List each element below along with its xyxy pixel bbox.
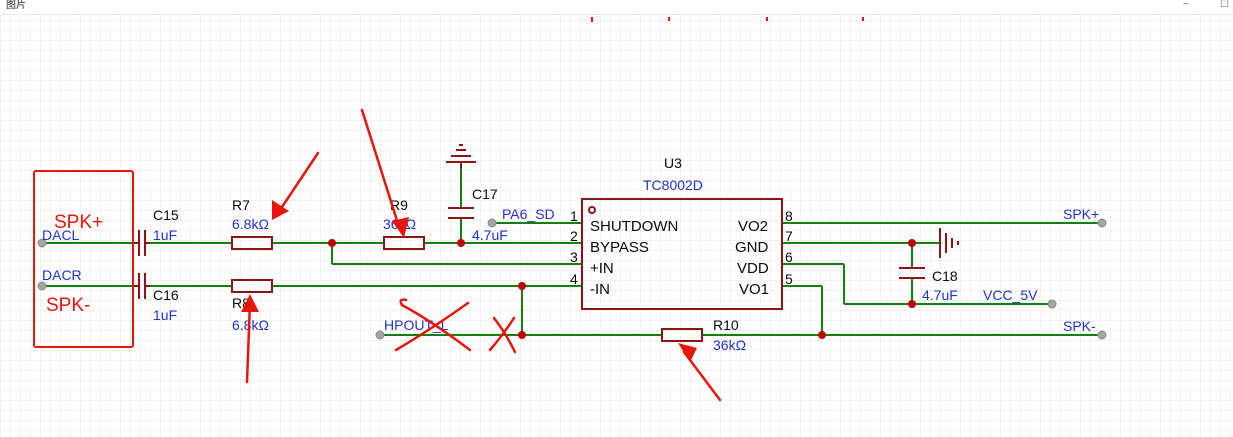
pin-name-vo2: VO2 [738,218,768,235]
pin-number-4: 4 [570,271,578,287]
c16-value: 1uF [153,307,177,323]
annotation-arrow-r9 [360,108,409,238]
pin-name-gnd: GND [735,239,769,256]
net-label-dacr: DACR [42,267,82,283]
annotation-spk-plus: SPK+ [54,212,103,233]
net-endpoints [37,218,1107,340]
capacitor-c17 [448,207,474,219]
annotation-highlight-box [33,170,134,348]
u3-ref: U3 [664,155,682,171]
maximize-button[interactable]: ☐ [1220,0,1229,10]
pin-name-vdd: VDD [737,260,769,277]
pin-number-1: 1 [570,208,578,224]
c15-ref: C15 [153,207,179,223]
resistor-r8 [231,279,273,293]
window-titlebar: 图片 − ☐ [0,0,1233,15]
capacitor-c18 [899,267,925,279]
pin-number-3: 3 [570,249,578,265]
net-label-pa6-sd: PA6_SD [502,206,555,222]
u3-pin-labels: 1 2 3 4 SHUTDOWN BYPASS +IN -IN 8 7 6 5 … [570,208,793,298]
c17-ref: C17 [472,186,498,202]
annotation-cross-hpout [394,298,472,352]
pin-number-8: 8 [785,208,793,224]
annotation-cross-junction [488,316,517,354]
r7-ref: R7 [232,197,250,213]
grid-background [0,15,1233,437]
resistor-r10 [661,328,703,342]
annotation-arrow-r10 [678,343,722,402]
pin-number-6: 6 [785,249,793,265]
ic-u3 [581,198,783,310]
resistor-r7 [231,236,273,250]
junctions [328,239,916,339]
pin-number-2: 2 [570,228,578,244]
net-label-hpout-l: HPOUT_L [384,317,449,333]
r10-value: 36kΩ [713,337,746,353]
pin-name-minus-in: -IN [590,281,610,298]
net-label-dacl: DACL [42,227,80,243]
annotation-arrow-r8 [241,294,259,384]
top-red-fragments [591,17,864,22]
annotation-arrow-r7 [272,151,320,220]
r8-value: 6.8kΩ [232,317,269,333]
c18-ref: C18 [932,268,958,284]
pin-number-7: 7 [785,228,793,244]
annotation-spk-minus: SPK- [46,295,90,316]
window-title: 图片 [6,0,26,11]
net-label-vcc-5v: VCC_5V [983,287,1038,303]
r7-value: 6.8kΩ [232,216,269,232]
minimize-button[interactable]: − [1183,0,1189,10]
c18-value: 4.7uF [922,287,958,303]
c16-ref: C16 [153,287,179,303]
r10-ref: R10 [713,317,739,333]
net-label-spk-plus: SPK+ [1063,206,1099,222]
ground-symbol-gnd [939,228,959,258]
c15-value: 1uF [153,227,177,243]
capacitor-c16 [134,273,150,299]
pin-name-plus-in: +IN [590,260,614,277]
c17-value: 4.7uF [472,227,508,243]
capacitor-c15 [134,230,150,256]
pin-name-vo1: VO1 [739,281,769,298]
pin-number-5: 5 [785,271,793,287]
u3-value: TC8002D [643,177,703,193]
net-label-spk-minus: SPK- [1063,318,1096,334]
ground-symbol-c17 [446,144,476,168]
pin-name-bypass: BYPASS [590,239,649,256]
pin-name-shutdown: SHUTDOWN [590,218,678,235]
